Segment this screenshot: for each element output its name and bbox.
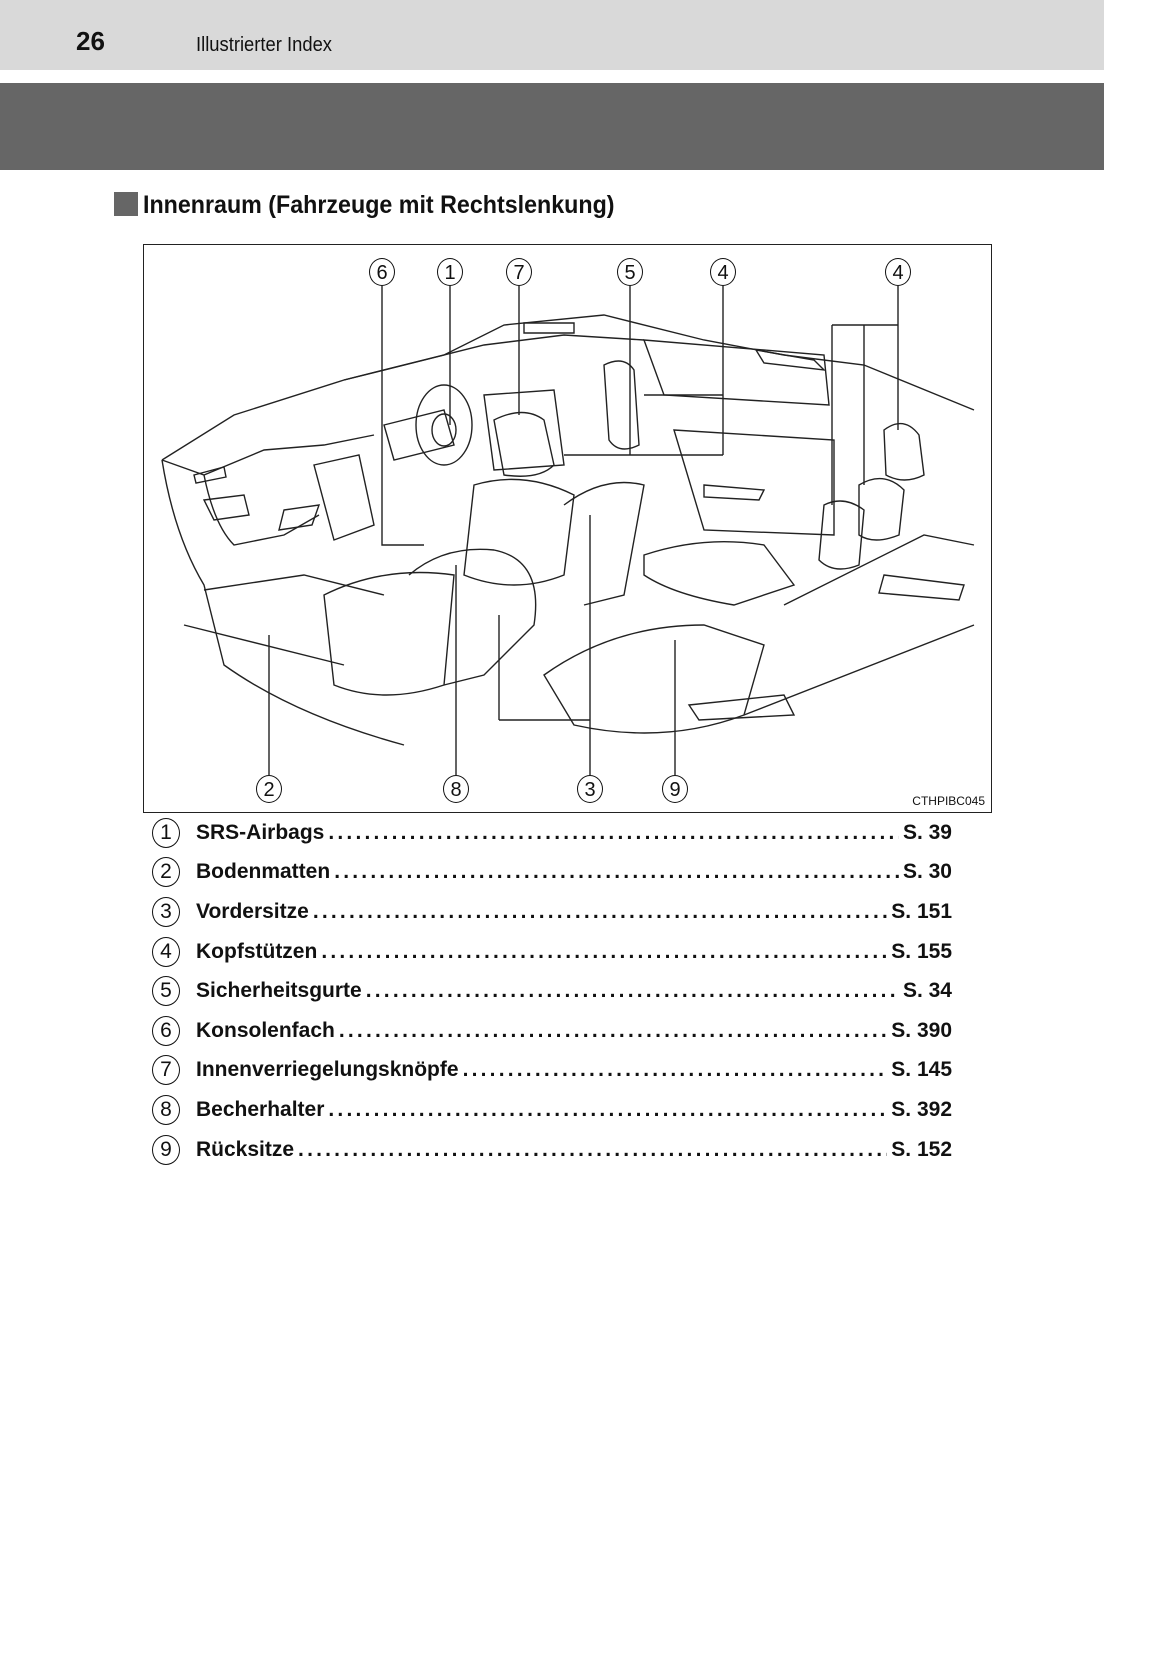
item-label: Konsolenfach xyxy=(196,1018,335,1042)
chapter-banner xyxy=(0,83,1104,170)
item-page-link[interactable]: S. 30 xyxy=(902,860,952,884)
item-label: Vordersitze xyxy=(196,899,309,923)
item-page-link[interactable]: S. 39 xyxy=(902,820,952,844)
callout-4: 4 xyxy=(710,258,736,286)
callout-7: 7 xyxy=(506,258,532,286)
dot-leader: ........................................… xyxy=(328,1097,887,1121)
dot-leader: ........................................… xyxy=(338,1018,887,1042)
item-page-link[interactable]: S. 152 xyxy=(891,1137,952,1161)
dot-leader: ........................................… xyxy=(321,939,887,963)
header-band xyxy=(0,0,1104,70)
dot-leader: ........................................… xyxy=(328,820,899,844)
callout-3: 3 xyxy=(577,775,603,803)
index-item: 4 Kopfstützen............................… xyxy=(152,932,952,972)
index-item: 6 Konsolenfach...........................… xyxy=(152,1011,952,1051)
item-label: Sicherheitsgurte xyxy=(196,979,362,1003)
index-item: 5 Sicherheitsgurte.......................… xyxy=(152,971,952,1011)
item-page-link[interactable]: S. 151 xyxy=(891,899,952,923)
item-number: 2 xyxy=(152,857,180,888)
item-label: SRS-Airbags xyxy=(196,820,325,844)
item-number: 3 xyxy=(152,896,180,927)
item-label: Becherhalter xyxy=(196,1097,325,1121)
item-label: Rücksitze xyxy=(196,1137,295,1161)
page-number: 26 xyxy=(76,26,105,56)
callout-6: 6 xyxy=(369,258,395,286)
item-number: 5 xyxy=(152,976,180,1007)
index-item: 9 Rücksitze..............................… xyxy=(152,1130,952,1170)
callout-5: 5 xyxy=(617,258,643,286)
interior-illustration: 6 1 7 5 4 4 2 8 3 9 CTHPIBC045 xyxy=(143,244,992,813)
callout-1: 1 xyxy=(437,258,463,286)
item-number: 6 xyxy=(152,1015,180,1046)
item-number: 1 xyxy=(152,817,180,848)
item-number: 7 xyxy=(152,1055,180,1086)
item-page-link[interactable]: S. 392 xyxy=(891,1097,952,1121)
index-list: 1 SRS-Airbags............................… xyxy=(152,813,952,1169)
item-page-link[interactable]: S. 34 xyxy=(902,979,952,1003)
car-interior-drawing xyxy=(161,286,975,775)
index-item: 1 SRS-Airbags............................… xyxy=(152,813,952,853)
index-item: 8 Becherhalter...........................… xyxy=(152,1090,952,1130)
item-number: 4 xyxy=(152,936,180,967)
dot-leader: ........................................… xyxy=(462,1058,888,1082)
callout-2: 2 xyxy=(256,775,282,803)
item-number: 8 xyxy=(152,1094,180,1125)
callout-8: 8 xyxy=(443,775,469,803)
figure-code: CTHPIBC045 xyxy=(912,794,985,808)
chapter-title: Illustrierter Index xyxy=(196,34,333,56)
dot-leader: ........................................… xyxy=(365,979,899,1003)
item-page-link[interactable]: S. 145 xyxy=(891,1058,952,1082)
item-page-link[interactable]: S. 155 xyxy=(891,939,952,963)
index-item: 3 Vordersitze............................… xyxy=(152,892,952,932)
dot-leader: ........................................… xyxy=(312,899,887,923)
item-label: Kopfstützen xyxy=(196,939,318,963)
callout-9: 9 xyxy=(662,775,688,803)
dot-leader: ........................................… xyxy=(334,860,899,884)
index-item: 2 Bodenmatten............................… xyxy=(152,853,952,893)
dot-leader: ........................................… xyxy=(298,1137,887,1161)
item-label: Innenverriegelungsknöpfe xyxy=(196,1058,459,1082)
section-bullet-icon xyxy=(114,192,138,216)
item-label: Bodenmatten xyxy=(196,860,331,884)
item-page-link[interactable]: S. 390 xyxy=(891,1018,952,1042)
item-number: 9 xyxy=(152,1134,180,1165)
callout-4-rear: 4 xyxy=(885,258,911,286)
section-title: Innenraum (Fahrzeuge mit Rechtslenkung) xyxy=(143,191,615,219)
index-item: 7 Innenverriegelungsknöpfe...............… xyxy=(152,1051,952,1091)
